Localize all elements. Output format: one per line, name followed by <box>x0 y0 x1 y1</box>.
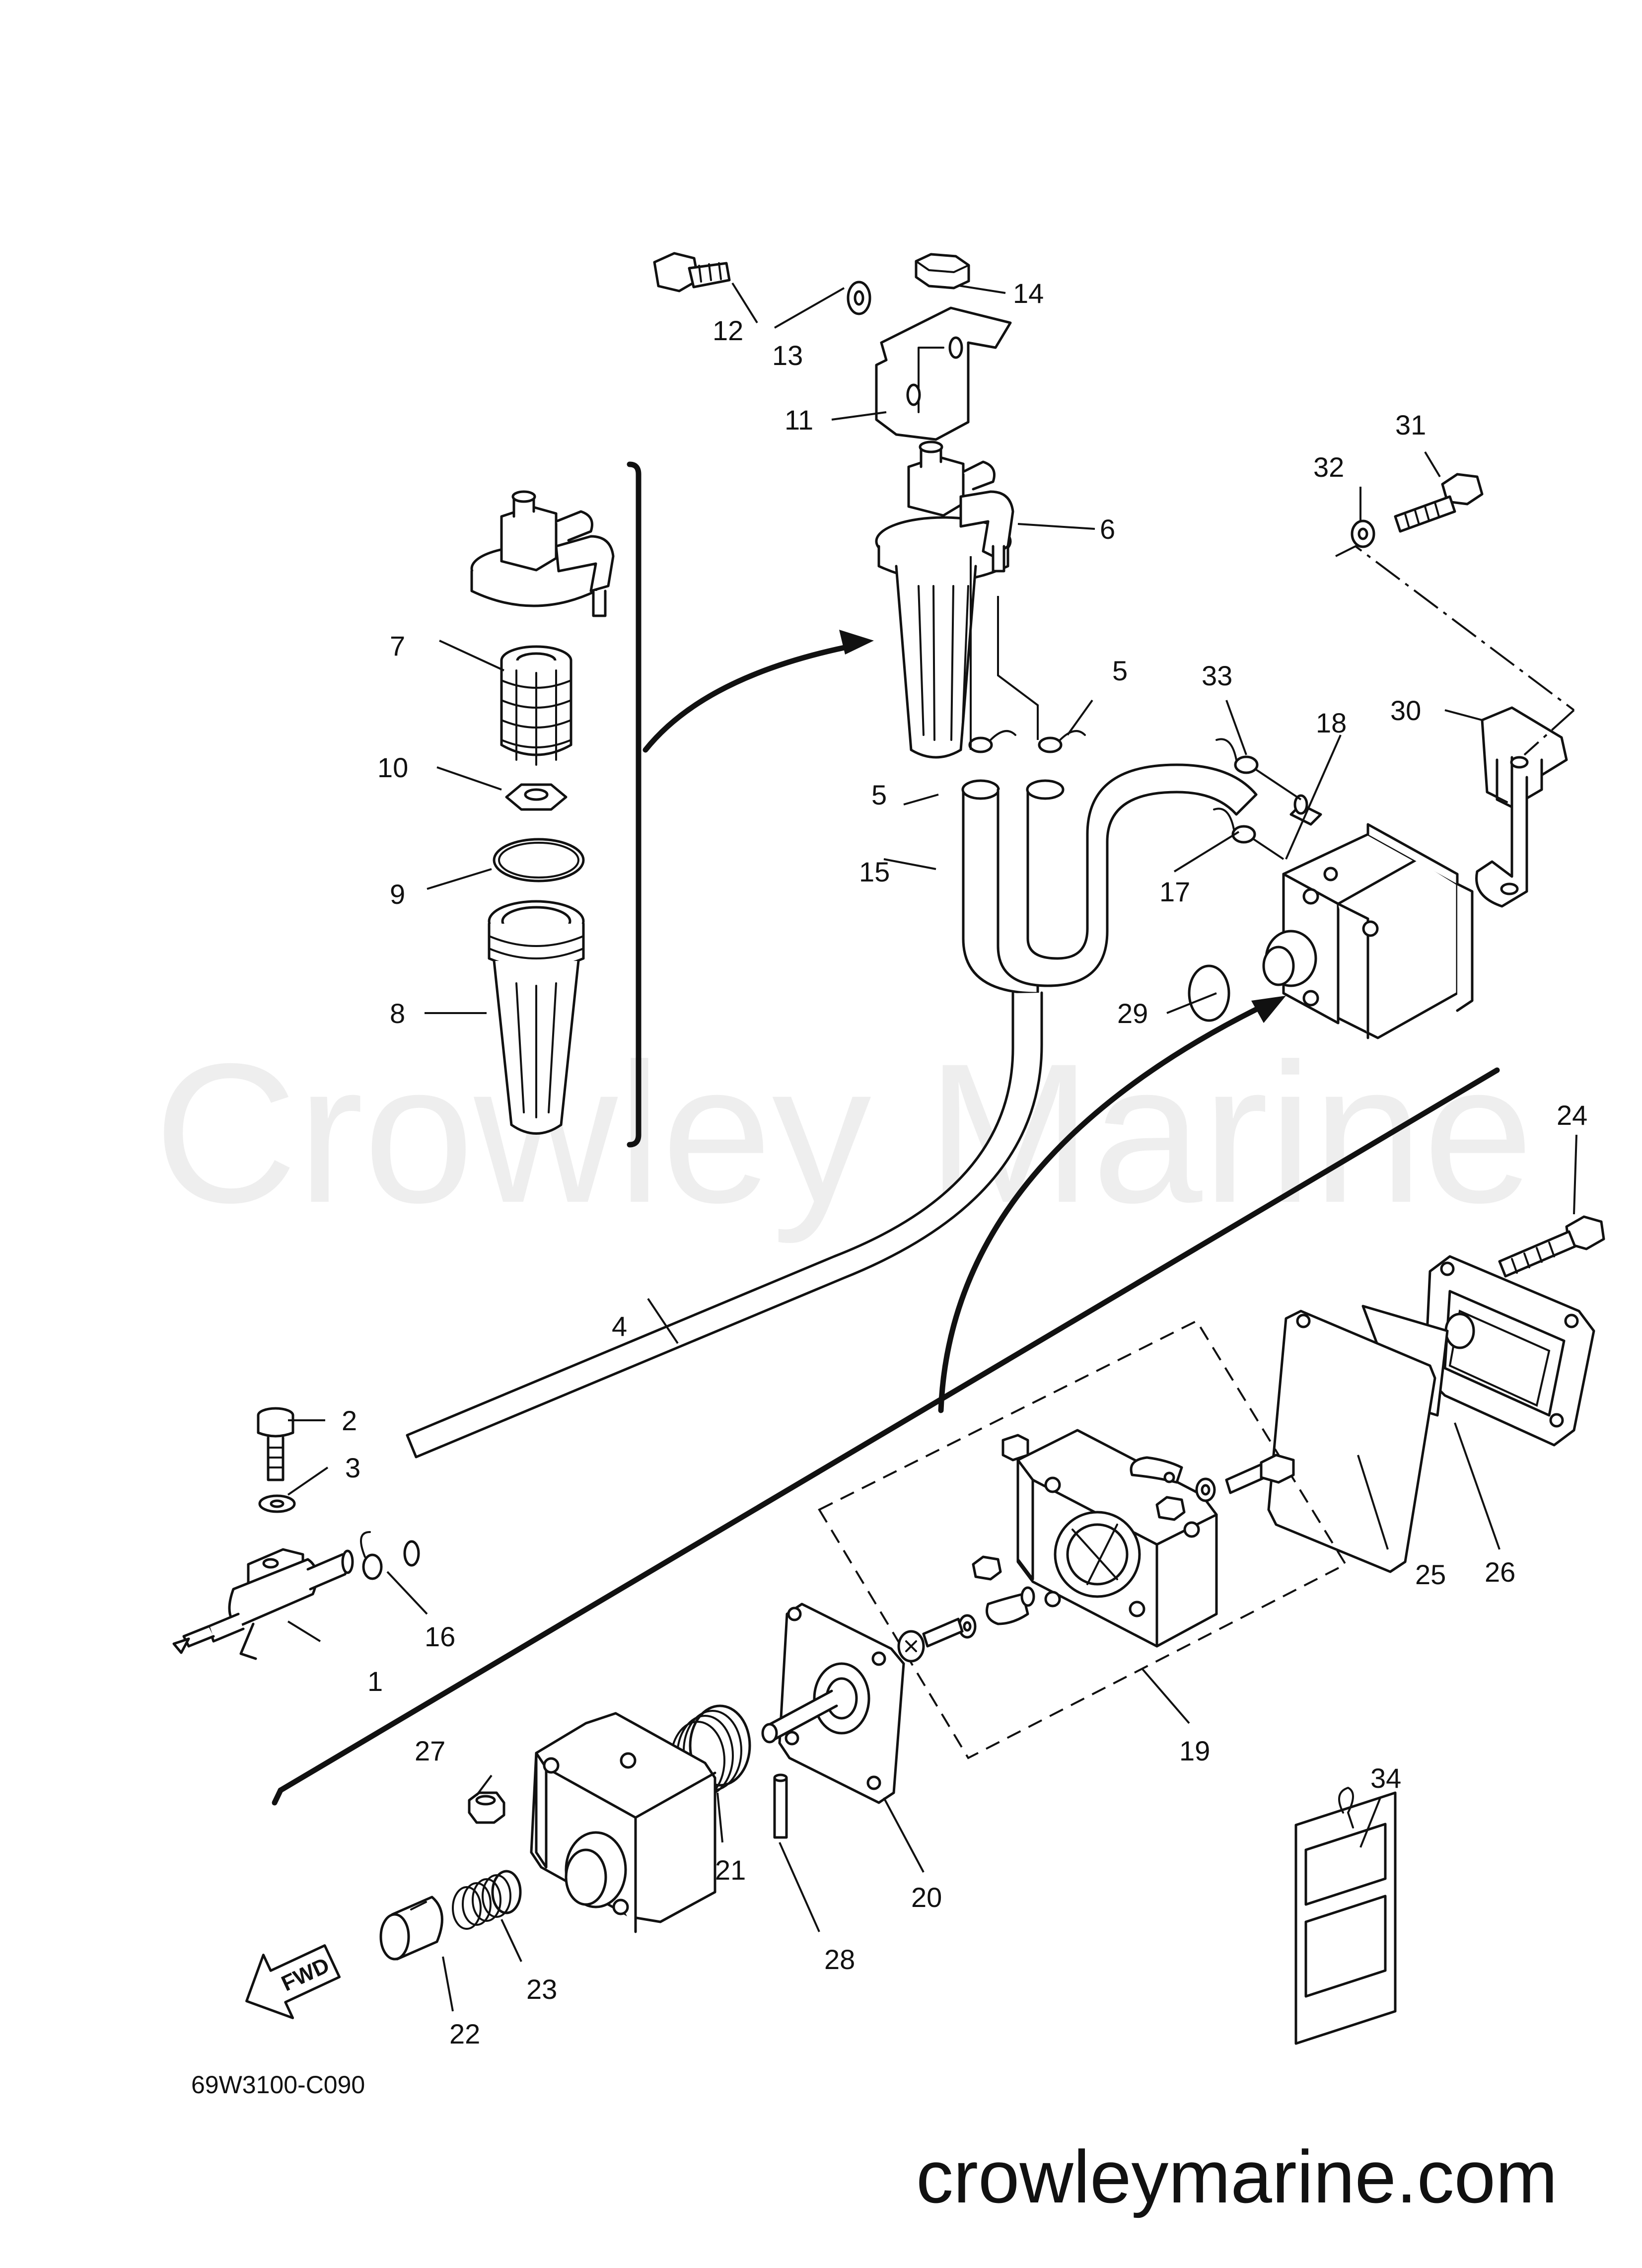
washer-13[interactable] <box>847 281 871 315</box>
filter-cap[interactable] <box>470 490 615 617</box>
diaphragm-20[interactable] <box>761 1603 905 1804</box>
fuel-filter-6[interactable] <box>875 440 1014 759</box>
gasket-25[interactable] <box>1267 1310 1436 1573</box>
pump-arrow-line <box>938 1005 1262 1413</box>
clip-17[interactable] <box>1213 807 1256 844</box>
nut-10[interactable] <box>505 783 568 811</box>
fwd-arrow-icon: FWD <box>245 1944 341 2019</box>
bolt-24[interactable] <box>1498 1215 1605 1278</box>
callout-13: 13 <box>772 340 803 371</box>
valve-screw-lower[interactable] <box>897 1617 964 1663</box>
clip-5a[interactable] <box>968 730 1016 753</box>
clip-16[interactable] <box>360 1531 383 1580</box>
callout-9: 9 <box>390 878 405 910</box>
o-ring-29[interactable] <box>1188 964 1230 1022</box>
callout-24: 24 <box>1557 1099 1587 1131</box>
hose-15[interactable] <box>961 763 1258 995</box>
pointer-arrowhead <box>839 630 874 655</box>
callout-5b: 5 <box>1112 655 1128 686</box>
callout-31: 31 <box>1395 409 1426 440</box>
callout-23: 23 <box>526 1974 557 2005</box>
bolt-12[interactable] <box>653 252 731 293</box>
callout-6: 6 <box>1100 513 1115 545</box>
pump-cover-26[interactable] <box>1418 1255 1595 1447</box>
callout-29: 29 <box>1117 998 1148 1029</box>
callout-12: 12 <box>713 315 743 346</box>
section-separator-line <box>278 1067 1500 1793</box>
bracket-11[interactable] <box>875 306 1012 441</box>
callout-32: 32 <box>1313 451 1344 483</box>
pump-housing[interactable] <box>530 1712 716 1933</box>
valve-nut[interactable] <box>1155 1496 1186 1521</box>
pointer-arrow-line <box>643 643 857 753</box>
assembly-box-19 <box>818 1319 1347 1759</box>
bracket-30[interactable] <box>1475 706 1568 908</box>
group-bracket <box>627 461 642 1148</box>
diagram-code: 69W3100-C090 <box>191 2071 365 2099</box>
fuel-pump-18[interactable] <box>1262 794 1474 1039</box>
section-separator-tick <box>272 1787 284 1806</box>
joint-1[interactable] <box>172 1548 354 1660</box>
callout-28: 28 <box>824 1944 855 1975</box>
callout-5a: 5 <box>871 779 887 810</box>
callout-30: 30 <box>1390 695 1421 726</box>
callout-10: 10 <box>377 752 408 783</box>
callout-4: 4 <box>612 1311 627 1342</box>
label-tag-34[interactable] <box>1294 1786 1397 2045</box>
valve-washer[interactable] <box>1195 1477 1216 1502</box>
nut-14[interactable] <box>915 253 970 290</box>
site-url[interactable]: crowleymarine.com <box>916 2135 1558 2218</box>
watermark-text: Crowley Marine <box>154 1022 1534 1245</box>
valve-reed-bottom[interactable] <box>986 1586 1035 1625</box>
callout-16: 16 <box>425 1621 455 1652</box>
bolt-2[interactable] <box>257 1407 294 1481</box>
callout-33: 33 <box>1202 660 1232 691</box>
callout-34: 34 <box>1370 1762 1401 1794</box>
callout-25: 25 <box>1415 1559 1446 1590</box>
callout-21: 21 <box>715 1854 746 1886</box>
callout-8: 8 <box>390 998 405 1029</box>
callout-19: 19 <box>1179 1735 1210 1766</box>
valve-nut-lower[interactable] <box>972 1555 1002 1581</box>
nut-27[interactable] <box>468 1791 505 1824</box>
callout-26: 26 <box>1485 1556 1515 1588</box>
callout-27: 27 <box>415 1735 445 1766</box>
filter-element-7[interactable] <box>500 645 572 766</box>
pin-28[interactable] <box>773 1773 788 1839</box>
washer-3[interactable] <box>258 1494 296 1513</box>
hose-4[interactable] <box>403 991 1043 1567</box>
callout-3: 3 <box>345 1452 360 1483</box>
callout-labels: 1 2 3 4 5 5 6 7 8 9 10 11 12 13 14 15 16… <box>342 278 1587 2049</box>
callout-17: 17 <box>1159 876 1190 907</box>
callout-2: 2 <box>342 1405 357 1436</box>
callout-22: 22 <box>449 2018 480 2049</box>
clip-33[interactable] <box>1215 738 1259 774</box>
callout-1: 1 <box>367 1666 383 1697</box>
filter-cup-8[interactable] <box>488 900 585 1135</box>
spring-23[interactable] <box>452 1870 522 1930</box>
bolt-31[interactable] <box>1394 473 1484 533</box>
valve-reed-top[interactable] <box>1130 1456 1183 1484</box>
callout-11: 11 <box>785 404 813 436</box>
valve-screw[interactable] <box>1225 1454 1295 1494</box>
callout-15: 15 <box>859 856 890 887</box>
o-ring-9[interactable] <box>493 838 585 882</box>
callout-leaders <box>287 282 1577 2012</box>
plunger-22[interactable] <box>379 1896 443 1961</box>
callout-7: 7 <box>390 630 405 661</box>
callout-14: 14 <box>1013 278 1044 309</box>
washer-32[interactable] <box>1351 519 1375 548</box>
pump-arrowhead <box>1251 996 1286 1023</box>
valve-body-19[interactable] <box>1001 1429 1218 1648</box>
clip-5b[interactable] <box>1038 730 1086 753</box>
callout-18: 18 <box>1316 707 1347 738</box>
callout-20: 20 <box>911 1882 942 1913</box>
